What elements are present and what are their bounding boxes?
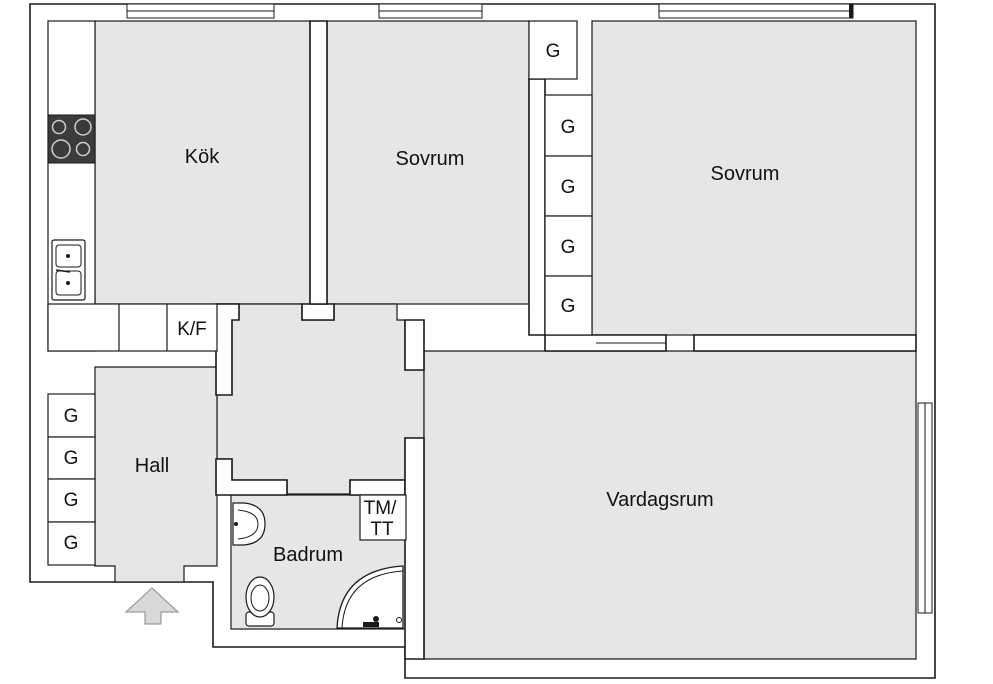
washbasin-icon [232,502,266,546]
closet-bedroom-2-c [544,215,593,277]
room-label-bedroom-2: Sovrum [711,163,780,185]
closet-bedroom-1 [528,20,578,80]
closet-hall-d [47,521,96,566]
room-label-hall: Hall [135,455,169,477]
closet-bedroom-2-d [544,275,593,336]
corridor-floor [216,303,425,495]
shower-icon [336,565,404,629]
bedroom-2-floor [591,20,917,336]
kitchen-counter [47,20,218,352]
room-label-bathroom: Badrum [273,544,343,566]
room-label-kitchen: Kök [185,146,220,168]
counter-left [47,20,96,352]
closet-label: G [546,41,561,62]
closet-label: G [561,237,576,258]
closet-label: G [561,117,576,138]
kitchen-floor [94,20,311,305]
closet-label: G [64,533,79,554]
room-label-bedroom-1: Sovrum [396,148,465,170]
hall-floor [94,366,218,583]
windows [126,3,933,614]
washer-dryer [359,494,407,541]
washer-dryer-label-line2: TT [370,519,394,540]
closet-label: G [561,296,576,317]
wall-stubs [215,20,917,660]
closets [47,20,593,566]
washer-dryer-label-line1: TM/ [364,498,397,519]
sink-icon [51,239,86,301]
closet-label: G [561,177,576,198]
fridge-freezer-label: K/F [177,319,207,340]
closet-label: G [64,406,79,427]
entrance-arrow-icon [124,587,180,625]
fixture-labels: G G G G G G G G G K/F TM/ TT [64,41,576,554]
room-labels: Kök Sovrum Sovrum Hall Badrum Vardagsrum [135,146,780,566]
closet-label: G [64,490,79,511]
toilet-icon [245,576,275,627]
stove-icon [47,114,96,164]
closet-hall-a [47,393,96,438]
closet-label: G [64,448,79,469]
floor-areas [94,20,917,660]
room-label-living-room: Vardagsrum [606,489,713,511]
counter-bottom [47,303,218,352]
bathroom-fixtures [232,494,407,629]
bedroom-1-floor [326,20,530,305]
